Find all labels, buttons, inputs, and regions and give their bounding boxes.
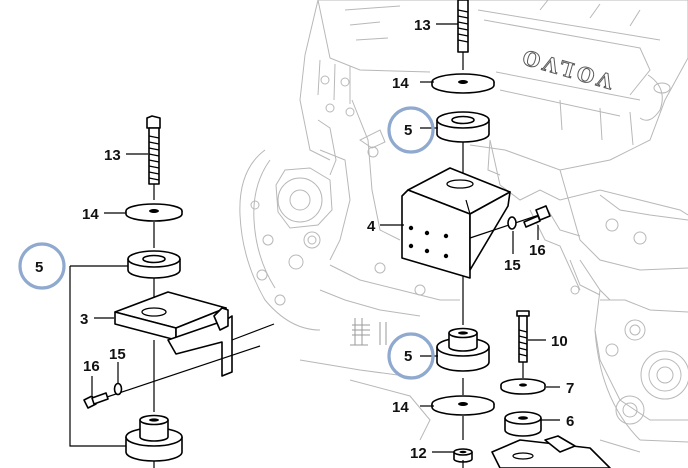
callout-5-left: 5 <box>35 259 43 276</box>
callout-16-right: 16 <box>529 242 546 259</box>
highlight-circle-left-cushion <box>18 242 66 290</box>
callout-14-top: 14 <box>392 75 409 92</box>
top-cushion <box>436 111 490 143</box>
lower-washer <box>431 395 495 416</box>
bracket-part-4 <box>401 167 511 279</box>
callout-5-lower: 5 <box>404 348 412 365</box>
callout-15-right: 15 <box>504 257 521 274</box>
callout-3: 3 <box>80 311 88 328</box>
callout-16-left: 16 <box>83 358 100 375</box>
callout-14-lower: 14 <box>392 399 409 416</box>
callout-5-top: 5 <box>404 122 412 139</box>
highlight-circles <box>18 106 435 380</box>
callout-12: 12 <box>410 445 427 462</box>
callout-13-left: 13 <box>104 147 121 164</box>
callout-leaders <box>69 23 560 453</box>
right-mount-stack <box>491 310 611 468</box>
callout-10: 10 <box>551 333 568 350</box>
callout-13-top: 13 <box>414 17 431 34</box>
volvo-logo-text: VOLVO <box>516 44 617 94</box>
bottom-nut <box>453 448 473 468</box>
callout-15-left: 15 <box>109 346 126 363</box>
callout-7: 7 <box>566 380 574 397</box>
callout-4: 4 <box>367 218 376 235</box>
highlight-circle-lower-cushion <box>387 332 435 380</box>
side-bolt-assembly <box>469 205 551 239</box>
top-bolt <box>457 0 469 70</box>
callout-numbers: 13 14 5 4 16 15 5 14 12 10 7 6 13 14 5 3… <box>35 17 574 462</box>
highlight-circle-top-cushion <box>387 106 435 154</box>
top-washer <box>431 73 495 94</box>
callout-6: 6 <box>566 413 574 430</box>
callout-14-left: 14 <box>82 206 99 223</box>
left-mount-stack <box>83 115 275 468</box>
lower-cushion <box>436 327 490 372</box>
